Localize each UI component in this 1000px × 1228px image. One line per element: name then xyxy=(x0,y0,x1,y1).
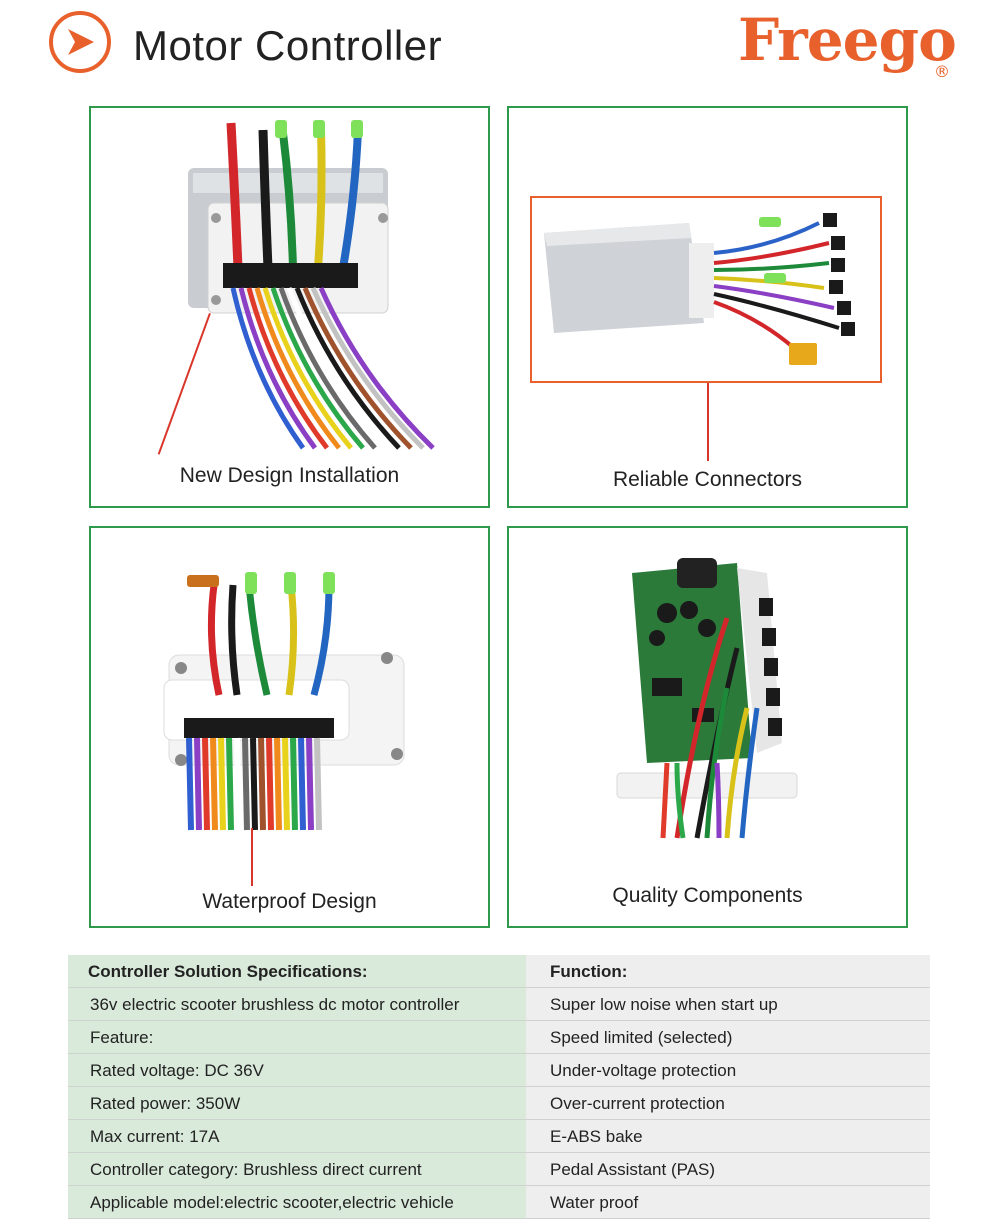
controller-plug-photo xyxy=(188,120,435,450)
function-cell: Over-current protection xyxy=(526,1087,930,1119)
spec-cell: Controller category: Brushless direct cu… xyxy=(68,1153,526,1185)
controller-connectors-photo xyxy=(544,213,855,365)
panel-caption: New Design Installation xyxy=(179,464,400,487)
function-cell: Pedal Assistant (PAS) xyxy=(526,1153,930,1185)
callout-arrow xyxy=(251,828,253,886)
connector-photo-frame xyxy=(530,196,882,383)
function-cell: Super low noise when start up xyxy=(526,988,930,1020)
spec-cell: 36v electric scooter brushless dc motor … xyxy=(68,988,526,1020)
table-row: Feature: Speed limited (selected) xyxy=(68,1021,930,1054)
spec-header-row: Controller Solution Specifications: Func… xyxy=(68,955,930,988)
spec-header-right: Function: xyxy=(526,955,930,987)
table-row: Applicable model:electric scooter,electr… xyxy=(68,1186,930,1219)
page-title: Motor Controller xyxy=(133,22,443,69)
registered-mark: ® xyxy=(934,62,950,81)
play-arrow-icon xyxy=(49,11,111,73)
brand-logo: Freego ® xyxy=(738,8,960,82)
brand-name: Freego xyxy=(738,6,957,74)
panel-caption: Reliable Connectors xyxy=(612,468,803,491)
spec-cell: Feature: xyxy=(68,1021,526,1053)
panel-quality-components: Quality Components xyxy=(507,526,908,928)
function-cell: Water proof xyxy=(526,1186,930,1218)
function-cell: Speed limited (selected) xyxy=(526,1021,930,1053)
table-row: 36v electric scooter brushless dc motor … xyxy=(68,988,930,1021)
spec-cell: Applicable model:electric scooter,electr… xyxy=(68,1186,526,1218)
spec-cell: Rated power: 350W xyxy=(68,1087,526,1119)
table-row: Max current: 17A E-ABS bake xyxy=(68,1120,930,1153)
panel-caption: Quality Components xyxy=(612,884,803,907)
panel-new-design: New Design Installation xyxy=(89,106,490,508)
panel-caption: Waterproof Design xyxy=(202,890,377,913)
spec-header-left: Controller Solution Specifications: xyxy=(68,955,526,987)
table-row: Rated voltage: DC 36V Under-voltage prot… xyxy=(68,1054,930,1087)
function-cell: Under-voltage protection xyxy=(526,1054,930,1086)
panel-reliable-connectors: Reliable Connectors xyxy=(507,106,908,508)
table-row: Rated power: 350W Over-current protectio… xyxy=(68,1087,930,1120)
panel-waterproof: Waterproof Design xyxy=(89,526,490,928)
function-cell: E-ABS bake xyxy=(526,1120,930,1152)
spec-table: Controller Solution Specifications: Func… xyxy=(68,955,930,1219)
circuit-board-photo xyxy=(616,558,798,839)
table-row: Controller category: Brushless direct cu… xyxy=(68,1153,930,1186)
spec-cell: Max current: 17A xyxy=(68,1120,526,1152)
spec-cell: Rated voltage: DC 36V xyxy=(68,1054,526,1086)
waterproof-plug-photo xyxy=(163,572,405,831)
callout-arrow xyxy=(707,383,709,461)
